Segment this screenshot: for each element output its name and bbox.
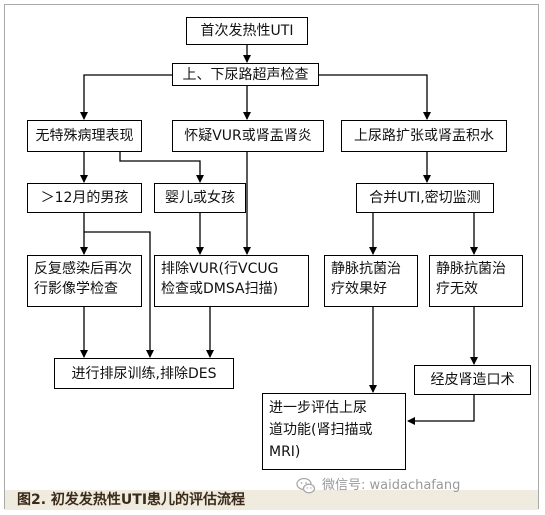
node-iv-antibiotic-ineffective: 静脉抗菌治 疗无效 bbox=[429, 255, 523, 307]
node-boys-over-12m: ＞12月的男孩 bbox=[27, 183, 142, 213]
node-exclude-vur: 排除VUR(行VCUG 检查或DMSA扫描) bbox=[154, 255, 309, 307]
node-nephrostomy: 经皮肾造口术 bbox=[414, 365, 531, 395]
node-first-uti: 首次发热性UTI bbox=[186, 17, 308, 45]
node-exclude-vur-line2: 检查或DMSA扫描) bbox=[161, 281, 279, 297]
node-iv-antibiotic-effective: 静脉抗菌治 疗效果好 bbox=[324, 255, 418, 307]
node-upper-dilation: 上尿路扩张或肾盂积水 bbox=[341, 120, 507, 152]
node-infants-or-girls: 婴儿或女孩 bbox=[154, 183, 246, 213]
figure-caption-bar: 图2. 初发发热性UTI患儿的评估流程 bbox=[5, 490, 538, 510]
wechat-icon bbox=[296, 477, 316, 494]
node-iv-antibiotic-ineffective-line1: 静脉抗菌治 bbox=[436, 261, 506, 277]
node-further-evaluation-line1: 进一步评估上尿 bbox=[269, 400, 367, 416]
node-no-pathology: 无特殊病理表现 bbox=[27, 120, 142, 152]
arrow-nephrostomy-to-further bbox=[407, 395, 475, 425]
arrow-ultrasound-to-upper-dilation bbox=[319, 74, 431, 120]
node-further-evaluation-line3: MRI) bbox=[269, 444, 301, 460]
arrow-ultrasound-to-no-pathology bbox=[80, 74, 172, 120]
node-further-evaluation-line2: 道功能(肾扫描或 bbox=[269, 422, 373, 438]
node-recurrent-imaging: 反复感染后再次 行影像学检查 bbox=[27, 255, 142, 307]
node-suspect-vur: 怀疑VUR或肾盂肾炎 bbox=[172, 120, 324, 152]
node-recurrent-imaging-line2: 行影像学检查 bbox=[34, 281, 118, 297]
arrow-no-pathology-to-infants bbox=[119, 152, 204, 183]
node-iv-antibiotic-effective-line2: 疗效果好 bbox=[331, 281, 387, 297]
node-iv-antibiotic-ineffective-line2: 疗无效 bbox=[436, 281, 478, 297]
node-iv-antibiotic-effective-line1: 静脉抗菌治 bbox=[331, 261, 401, 277]
node-exclude-vur-line1: 排除VUR(行VCUG bbox=[161, 261, 279, 277]
figure-caption: 图2. 初发发热性UTI患儿的评估流程 bbox=[17, 492, 246, 508]
node-further-evaluation: 进一步评估上尿 道功能(肾扫描或 MRI) bbox=[262, 393, 406, 470]
watermark-text: 微信号: waidachafang bbox=[322, 478, 461, 493]
node-ultrasound: 上、下尿路超声检查 bbox=[172, 63, 319, 86]
node-voiding-training: 进行排尿训练,排除DES bbox=[54, 358, 234, 389]
node-combined-uti: 合并UTI,密切监测 bbox=[356, 183, 494, 213]
node-recurrent-imaging-line1: 反复感染后再次 bbox=[34, 261, 132, 277]
arrow-boys-to-training bbox=[84, 231, 154, 358]
